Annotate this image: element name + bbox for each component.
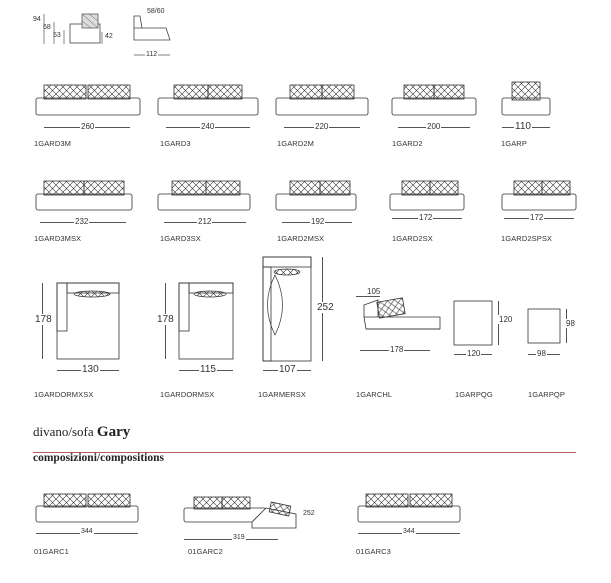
dim-height-68: 68 <box>42 24 52 31</box>
row1-code-4: 1GARD2 <box>392 139 423 148</box>
pqg-height: 120 <box>498 315 514 324</box>
side-view: 94 68 53 42 58/60 112 <box>30 8 180 65</box>
comp-code-1: 01GARC1 <box>34 547 69 556</box>
msx-height: 178 <box>156 314 175 325</box>
product-title-prefix: divano/sofa <box>33 424 97 439</box>
dim-height-42: 42 <box>104 33 114 40</box>
row2-dim-5: 172 <box>529 213 545 222</box>
mxsx-width: 130 <box>81 364 100 375</box>
row2-code-5: 1GARD2SPSX <box>501 234 553 243</box>
product-name: Gary <box>96 424 131 440</box>
row1-dim-5: 110 <box>514 121 532 132</box>
comp-dim-1: 344 <box>80 528 94 535</box>
divider-rule <box>33 452 576 453</box>
pqp-width: 98 <box>536 349 547 358</box>
dim-depth-58-60: 58/60 <box>146 8 166 15</box>
row3-code-pqp: 1GARPQP <box>528 390 565 399</box>
composition-drawings <box>35 493 461 529</box>
row2-dim-4: 172 <box>418 213 434 222</box>
row2-dim-2: 212 <box>197 217 213 226</box>
row3-code-pqg: 1GARPQG <box>455 390 493 399</box>
comp-dim-2: 319 <box>232 534 246 541</box>
row1-dim-2: 240 <box>200 122 216 131</box>
row3-code-chl: 1GARCHL <box>356 390 393 399</box>
dim-width-112: 112 <box>145 51 159 58</box>
comp-depth-2: 252 <box>302 510 316 517</box>
mersx-height: 252 <box>316 302 335 313</box>
chl-width: 178 <box>389 345 405 354</box>
comp-code-2: 01GARC2 <box>188 547 223 556</box>
row2-code-2: 1GARD3SX <box>160 234 201 243</box>
pqg-width: 120 <box>466 349 482 358</box>
comp-code-3: 01GARC3 <box>356 547 391 556</box>
row2-code-3: 1GARD2MSX <box>277 234 325 243</box>
row3-code-msx: 1GARDORMSX <box>160 390 215 399</box>
row2-dim-3: 192 <box>310 217 326 226</box>
row3-code-mxsx: 1GARDORMXSX <box>34 390 94 399</box>
row3-code-mersx: 1GARMERSX <box>258 390 306 399</box>
row1-code-2: 1GARD3 <box>160 139 191 148</box>
row1-sofa-drawings <box>35 81 551 116</box>
row1-dim-1: 260 <box>80 122 96 131</box>
row1-code-1: 1GARD3M <box>34 139 71 148</box>
row2-sofa-drawings <box>35 180 577 211</box>
compositions-heading: composizioni/compositions <box>33 452 164 464</box>
product-title: divano/sofa Gary <box>33 424 130 441</box>
mxsx-height: 178 <box>34 314 53 325</box>
mersx-width: 107 <box>278 364 297 375</box>
row3-module-drawings <box>56 256 561 362</box>
row1-dim-3: 220 <box>314 122 330 131</box>
row2-code-4: 1GARD2SX <box>392 234 433 243</box>
chl-top: 105 <box>366 287 382 296</box>
comp-dim-3: 344 <box>402 528 416 535</box>
row2-code-1: 1GARD3MSX <box>34 234 82 243</box>
dim-height-53: 53 <box>52 32 62 39</box>
dim-height-94: 94 <box>32 16 42 23</box>
row1-dim-4: 200 <box>426 122 442 131</box>
row1-code-3: 1GARD2M <box>277 139 314 148</box>
msx-width: 115 <box>199 364 217 375</box>
row1-code-5: 1GARP <box>501 139 527 148</box>
pqp-height: 98 <box>565 319 576 328</box>
row2-dim-1: 232 <box>74 217 90 226</box>
